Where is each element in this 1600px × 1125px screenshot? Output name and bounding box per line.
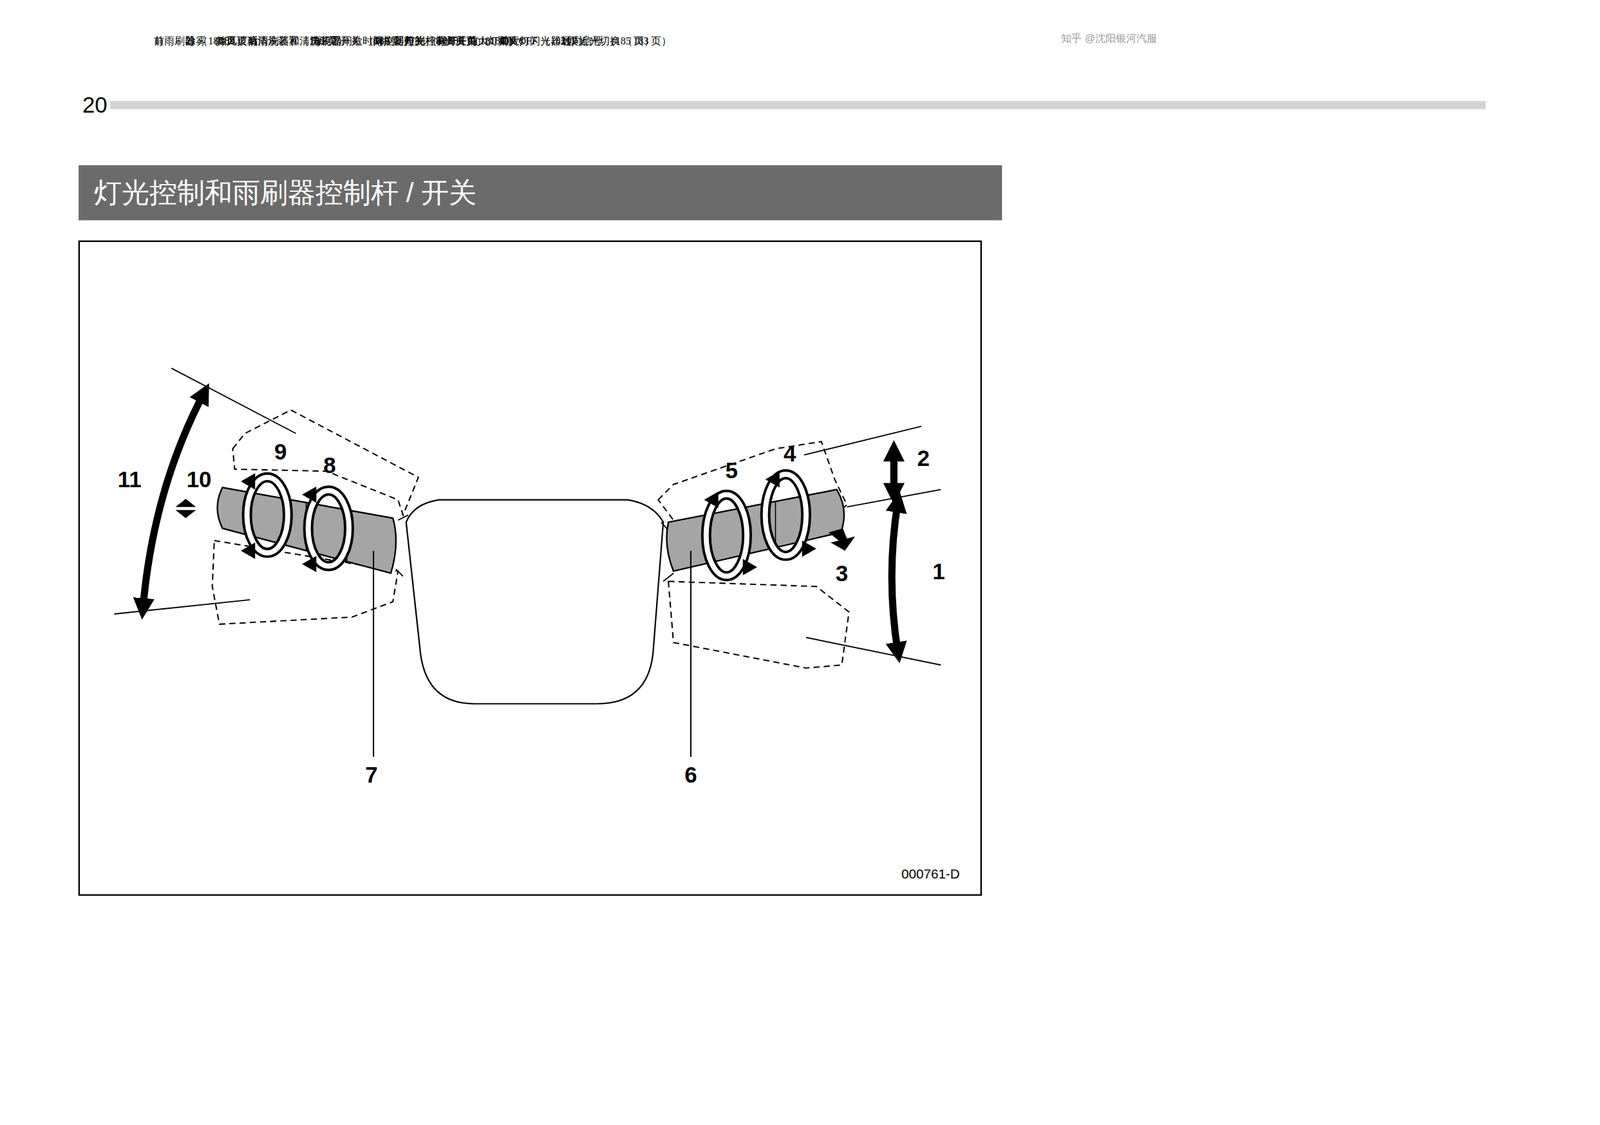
header-rule xyxy=(110,101,1486,110)
1085: 转向信号 （185 页） xyxy=(561,25,932,57)
1085: 前大灯闪光器远 / 近光切换 （183 页） xyxy=(498,25,869,57)
callout-number: 5 xyxy=(725,457,738,484)
callout-number: 8 xyxy=(323,452,336,479)
title-bar xyxy=(78,165,1002,221)
page-number: 20 xyxy=(82,92,108,118)
callout-number: 11 xyxy=(117,466,142,493)
figure-frame xyxy=(79,241,982,896)
callout-number: 6 xyxy=(684,762,697,789)
section-title: 灯光控制和雨刷器控制杆 / 开关 xyxy=(94,177,478,209)
1100: 知乎 @沈阳银河汽服 xyxy=(1061,32,1158,45)
callout-number: 1 xyxy=(932,558,945,584)
callout-number: 9 xyxy=(274,439,287,465)
callout-number: 7 xyxy=(365,762,378,789)
callout-number: 10 xyxy=(186,466,212,493)
callout-number: 4 xyxy=(783,441,796,467)
callout-number: 3 xyxy=(835,560,848,587)
figure-code: 000761-D xyxy=(901,866,960,883)
callout-number: 2 xyxy=(917,445,930,472)
